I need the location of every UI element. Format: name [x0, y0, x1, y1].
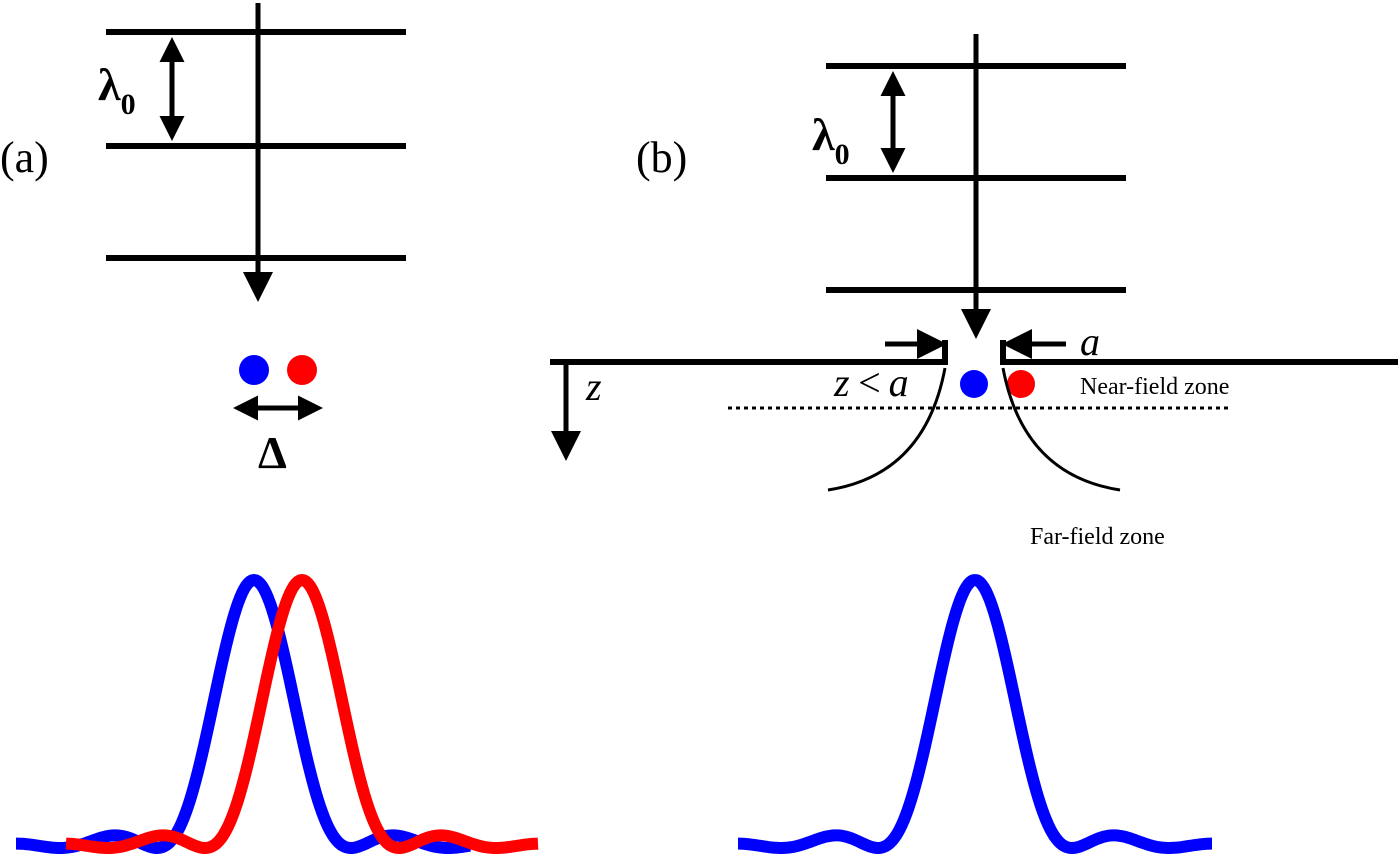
panel-b: (b) λ0 a z z<a Near-field zone Far-field…: [550, 34, 1398, 854]
wavelength-label-b: λ0: [812, 109, 850, 171]
intensity-profile-red-a: [62, 574, 542, 854]
diffraction-curve-right: [1001, 367, 1121, 492]
source-red-a: [287, 355, 317, 385]
near-field-label: Near-field zone: [1080, 374, 1229, 400]
intensity-profile-blue-b: [734, 574, 1216, 854]
panel-a: (a) λ0 Δ: [0, 3, 542, 854]
far-field-label: Far-field zone: [1030, 524, 1165, 550]
z-axis-label: z: [585, 364, 602, 409]
separation-label: Δ: [258, 427, 287, 478]
panel-b-label: (b): [636, 133, 687, 182]
panel-a-label: (a): [0, 133, 49, 182]
intensity-profile-blue-a: [12, 574, 474, 854]
source-blue-a: [239, 355, 269, 385]
aperture-label: a: [1080, 319, 1100, 364]
source-blue-b: [960, 370, 988, 398]
near-field-condition: z<a: [833, 360, 909, 405]
aperture-screen: [550, 340, 1398, 365]
source-red-b: [1007, 370, 1035, 398]
wavelength-label-a: λ0: [98, 59, 136, 121]
diffraction-curve-left: [827, 367, 947, 492]
